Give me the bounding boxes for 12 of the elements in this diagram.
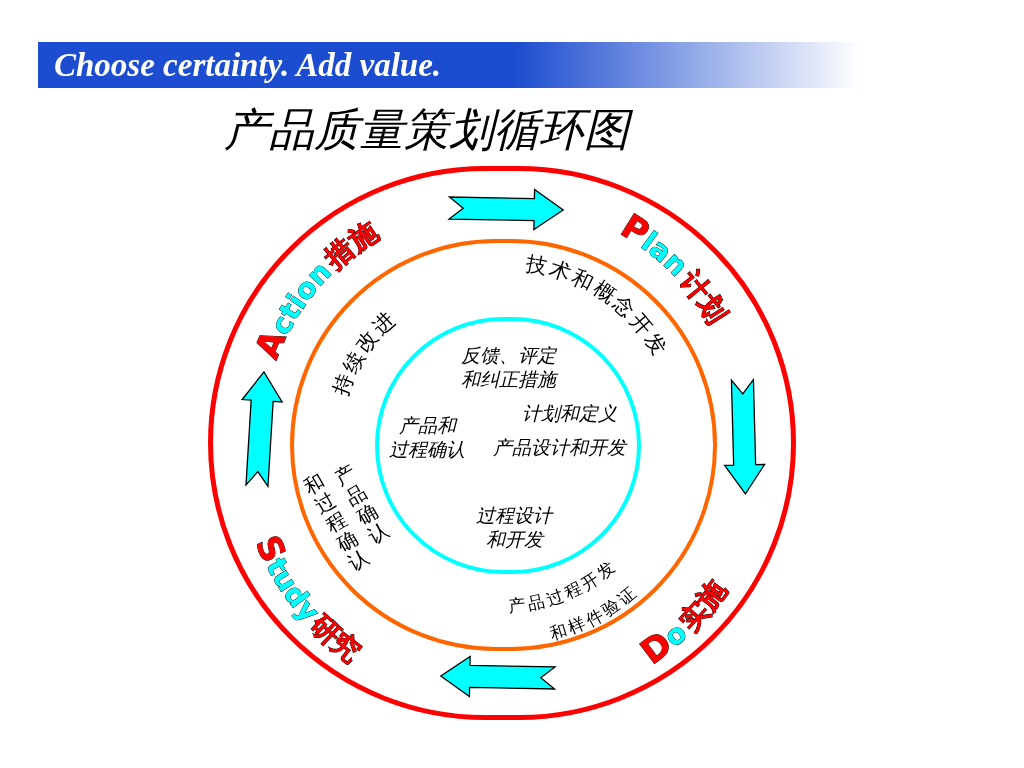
step-label: 产品设计和开发: [493, 435, 626, 459]
cycle-arrow: [439, 655, 557, 698]
step-label: 反馈、评定和纠正措施: [457, 343, 559, 391]
outer-ring: [208, 166, 796, 720]
cycle-arrow: [447, 188, 565, 231]
slogan-text: Choose certainty. Add value.: [54, 48, 442, 82]
step-label: 过程设计和开发: [475, 503, 555, 551]
cycle-arrow: [723, 377, 766, 495]
step-label: 计划和定义: [522, 401, 617, 425]
cycle-arrow: [240, 370, 284, 489]
step-label: 产品和过程确认: [388, 413, 466, 461]
curved-label: 持续改进: [328, 305, 401, 399]
